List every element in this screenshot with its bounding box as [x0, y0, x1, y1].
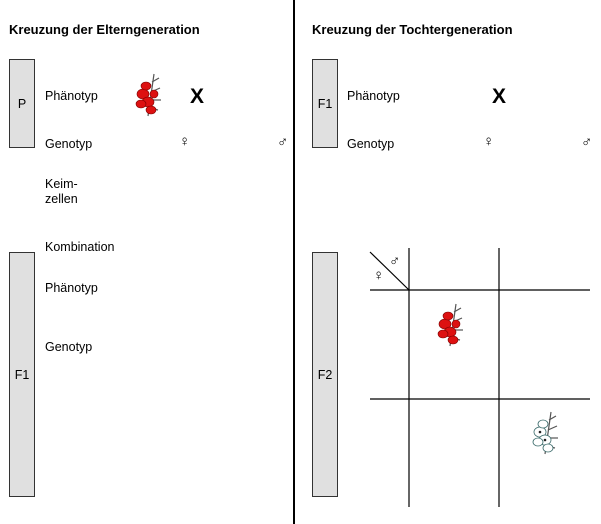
left-kombination-label: Kombination	[45, 240, 115, 254]
gen-box-p: P	[9, 59, 35, 148]
right-cross-symbol: X	[492, 85, 507, 108]
gen-label-f1-right: F1	[317, 96, 333, 111]
grid-diagonal	[369, 251, 410, 291]
left-keim-label-2: zellen	[45, 192, 78, 206]
left-phaenotyp-label-2: Phänotyp	[45, 281, 98, 295]
gen-box-f2: F2	[312, 252, 338, 497]
left-title: Kreuzung der Elterngeneration	[9, 22, 200, 37]
gen-label-f2: F2	[317, 367, 333, 382]
left-phaenotyp-label: Phänotyp	[45, 89, 98, 103]
left-genotyp-label: Genotyp	[45, 137, 93, 151]
gen-box-f1-left: F1	[9, 252, 35, 497]
red-flower-icon	[135, 73, 161, 117]
left-female-symbol: ♀	[179, 133, 191, 150]
left-keim-label-1: Keim-	[45, 177, 78, 191]
left-male-symbol: ♂	[277, 134, 289, 151]
right-female-symbol: ♀	[483, 133, 495, 150]
gen-label-f1-left: F1	[14, 367, 30, 382]
grid-red-flower-icon	[437, 303, 463, 347]
center-divider	[293, 0, 295, 524]
left-genotyp-label-2: Genotyp	[45, 340, 93, 354]
left-cross-symbol: X	[190, 85, 205, 108]
gen-label-p: P	[17, 96, 27, 111]
right-title: Kreuzung der Tochtergeneration	[312, 22, 513, 37]
right-phaenotyp-label: Phänotyp	[347, 89, 400, 103]
grid-female-symbol: ♀	[373, 267, 385, 284]
gen-box-f1-right: F1	[312, 59, 338, 148]
right-genotyp-label: Genotyp	[347, 137, 395, 151]
grid-male-symbol: ♂	[389, 253, 401, 270]
grid-white-flower-icon	[532, 411, 558, 455]
right-male-symbol: ♂	[581, 134, 593, 151]
